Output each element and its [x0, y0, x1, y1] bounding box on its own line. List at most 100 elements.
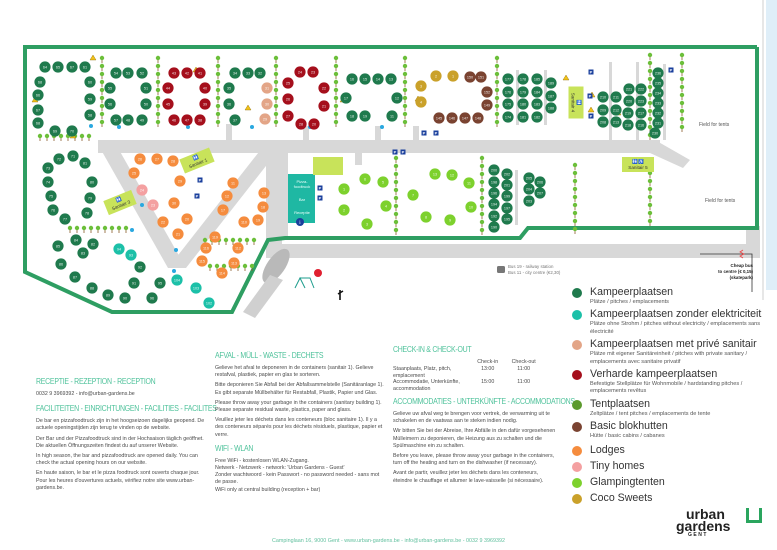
pitch-marker[interactable]	[227, 177, 239, 189]
pitch-marker[interactable]	[229, 114, 241, 126]
pitch-marker[interactable]	[464, 71, 476, 83]
pitch-marker[interactable]	[86, 282, 98, 294]
pitch-marker[interactable]	[252, 214, 264, 226]
pitch-camp[interactable]: 12	[391, 92, 403, 104]
pitch-camp[interactable]: 65	[52, 61, 64, 73]
pitch-marker[interactable]	[223, 98, 235, 110]
pitch-camp[interactable]: 32	[254, 67, 266, 79]
pitch-marker[interactable]	[652, 107, 664, 119]
pitch-marker[interactable]	[517, 111, 529, 123]
pitch-marker[interactable]	[635, 119, 647, 131]
pitch-marker[interactable]	[32, 117, 44, 129]
pitch-marker[interactable]	[162, 82, 174, 94]
pitch-marker[interactable]	[146, 292, 158, 304]
pitch-marker[interactable]	[181, 67, 193, 79]
pitch-marker[interactable]	[308, 118, 320, 130]
pitch-marker[interactable]	[242, 67, 254, 79]
pitch-marker[interactable]	[481, 99, 493, 111]
pitch-camp[interactable]: 220	[623, 95, 635, 107]
pitch-camp[interactable]: 218	[622, 119, 634, 131]
pitch-red[interactable]: 27	[282, 110, 294, 122]
pitch-marker[interactable]	[113, 243, 125, 255]
pitch-marker[interactable]	[87, 238, 99, 250]
pitch-marker[interactable]	[517, 73, 529, 85]
pitch-brown[interactable]: 147	[459, 112, 471, 124]
pitch-red[interactable]: 42	[181, 67, 193, 79]
pitch-marker[interactable]	[39, 61, 51, 73]
pitch-marker[interactable]	[86, 176, 98, 188]
pitch-camp[interactable]: 68	[34, 76, 46, 88]
pitch-camp[interactable]: 213	[610, 116, 622, 128]
pitch-marker[interactable]	[229, 67, 241, 79]
pitch-marker[interactable]	[501, 213, 513, 225]
pitch-marker[interactable]	[415, 80, 427, 92]
pitch-marker[interactable]	[200, 242, 212, 254]
pitch-marker[interactable]	[125, 249, 137, 261]
pitch-marker[interactable]	[622, 107, 634, 119]
pitch-camp[interactable]: 55	[104, 82, 116, 94]
pitch-marker[interactable]	[162, 98, 174, 110]
pitch-red[interactable]: 20	[308, 118, 320, 130]
pitch-marker[interactable]	[488, 187, 500, 199]
pitch-camp[interactable]: 61	[79, 61, 91, 73]
pitch-salmon[interactable]: 30	[261, 98, 273, 110]
pitch-camp[interactable]: 49	[136, 114, 148, 126]
pitch-orange[interactable]: 114	[216, 267, 228, 279]
pitch-marker[interactable]	[338, 183, 350, 195]
pitch-salmon[interactable]: 31	[261, 82, 273, 94]
pitch-camp[interactable]: 74	[42, 176, 54, 188]
pitch-camp[interactable]: 84	[70, 234, 82, 246]
pitch-marker[interactable]	[122, 114, 134, 126]
pitch-marker[interactable]	[136, 184, 148, 196]
pitch-camp[interactable]: 236	[652, 67, 664, 79]
pitch-lime[interactable]: 1	[338, 183, 350, 195]
pitch-marker[interactable]	[531, 86, 543, 98]
pitch-red[interactable]: 28	[295, 118, 307, 130]
pitch-teal[interactable]: 94	[113, 243, 125, 255]
pitch-camp[interactable]: 211	[610, 91, 622, 103]
pitch-orange[interactable]: 17	[217, 204, 229, 216]
pitch-marker[interactable]	[228, 257, 240, 269]
pitch-camp[interactable]: 231	[652, 117, 664, 129]
pitch-marker[interactable]	[42, 162, 54, 174]
pitch-camp[interactable]: 212	[610, 104, 622, 116]
pitch-marker[interactable]	[110, 67, 122, 79]
pitch-marker[interactable]	[84, 93, 96, 105]
pitch-marker[interactable]	[610, 116, 622, 128]
pitch-camp[interactable]: 235	[652, 77, 664, 89]
pitch-marker[interactable]	[502, 86, 514, 98]
pitch-camp[interactable]: 79	[84, 192, 96, 204]
pitch-pink[interactable]: 24	[136, 184, 148, 196]
pitch-marker[interactable]	[380, 200, 392, 212]
pitch-marker[interactable]	[488, 198, 500, 210]
pitch-camp[interactable]: 206	[534, 176, 546, 188]
pitch-camp[interactable]: 199	[501, 190, 513, 202]
pitch-camp[interactable]: 85	[52, 240, 64, 252]
pitch-marker[interactable]	[501, 179, 513, 191]
pitch-orange[interactable]: 12	[221, 190, 233, 202]
pitch-camp[interactable]: 207	[534, 187, 546, 199]
pitch-marker[interactable]	[359, 110, 371, 122]
pitch-camp[interactable]: 178	[517, 73, 529, 85]
pitch-marker[interactable]	[203, 297, 215, 309]
pitch-lime[interactable]: 3	[361, 218, 373, 230]
pitch-camp[interactable]: 192	[488, 210, 500, 222]
pitch-marker[interactable]	[523, 195, 535, 207]
pitch-marker[interactable]	[635, 83, 647, 95]
pitch-camp[interactable]: 204	[523, 183, 535, 195]
pitch-red[interactable]: 46	[168, 114, 180, 126]
pitch-marker[interactable]	[446, 112, 458, 124]
pitch-marker[interactable]	[81, 207, 93, 219]
pitch-orange[interactable]: 28	[167, 155, 179, 167]
pitch-camp[interactable]: 203	[523, 195, 535, 207]
pitch-red[interactable]: 23	[307, 66, 319, 78]
pitch-camp[interactable]: 200	[488, 164, 500, 176]
pitch-marker[interactable]	[294, 66, 306, 78]
pitch-marker[interactable]	[465, 201, 477, 213]
pitch-camp[interactable]: 216	[635, 119, 647, 131]
pitch-marker[interactable]	[52, 61, 64, 73]
pitch-red[interactable]: 25	[282, 77, 294, 89]
pitch-marker[interactable]	[447, 70, 459, 82]
pitch-marker[interactable]	[221, 190, 233, 202]
pitch-brown[interactable]: 145	[433, 112, 445, 124]
